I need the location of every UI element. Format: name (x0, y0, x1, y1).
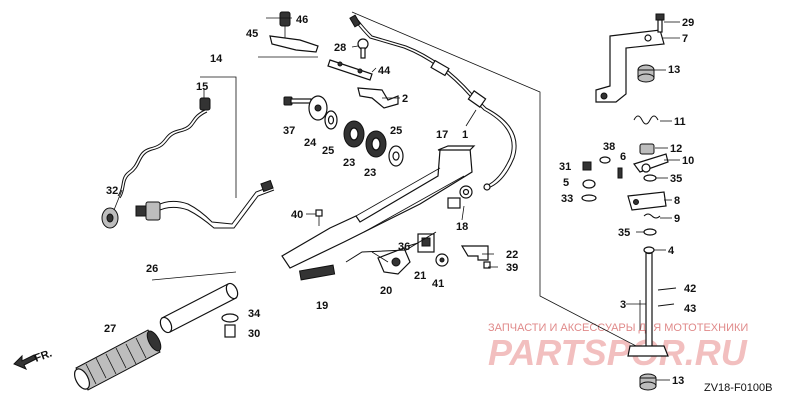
label-2: 2 (402, 93, 408, 105)
part-7-bracket (595, 29, 665, 103)
label-38: 38 (603, 141, 615, 153)
bracket-line-26 (151, 271, 237, 281)
part-14-switch-harness (155, 179, 275, 229)
frame-line (351, 11, 641, 349)
label-32: 32 (106, 185, 118, 197)
label-14: 14 (210, 53, 223, 65)
label-29: 29 (682, 17, 694, 29)
label-11: 11 (674, 116, 686, 128)
part-41-nut (435, 253, 449, 267)
label-37: 37 (283, 125, 295, 137)
label-27: 27 (104, 323, 116, 335)
label-13-top: 13 (668, 64, 680, 76)
part-15-kill-switch (117, 97, 211, 199)
part-21-clip (417, 233, 435, 253)
label-19: 19 (316, 300, 328, 312)
part-8-arm (627, 191, 667, 211)
label-46: 46 (296, 14, 308, 26)
label-40: 40 (291, 209, 303, 221)
label-41: 41 (432, 278, 444, 290)
part-29-bolt (655, 13, 665, 33)
label-3: 3 (620, 299, 626, 311)
label-31: 31 (559, 161, 571, 173)
label-34: 34 (248, 308, 261, 320)
watermark-logo: PARTSPOR.RU (488, 332, 748, 373)
part-4-collar (643, 246, 655, 254)
label-36: 36 (398, 241, 410, 253)
label-4: 4 (668, 245, 675, 257)
part-23-gear-b (365, 130, 387, 158)
part-25-washer-a (324, 110, 338, 130)
part-6-pin (617, 167, 623, 179)
label-45: 45 (246, 28, 258, 40)
part-labels: 1 2 3 4 5 6 7 8 9 10 11 12 13 13 14 15 1… (104, 14, 696, 387)
part-45-46-bracket (266, 11, 319, 53)
label-17: 17 (436, 129, 448, 141)
label-10: 10 (682, 155, 694, 167)
label-18: 18 (456, 221, 468, 233)
part-25-washer-b (388, 145, 404, 167)
label-24: 24 (304, 137, 317, 149)
label-7: 7 (682, 33, 688, 45)
label-22: 22 (506, 249, 518, 261)
label-33: 33 (561, 193, 573, 205)
front-direction-arrow (13, 354, 37, 370)
label-35-b: 35 (618, 227, 630, 239)
label-leaders (113, 21, 680, 381)
label-21: 21 (414, 270, 426, 282)
label-35-a: 35 (670, 173, 682, 185)
part-31-38-5-33 (581, 156, 611, 202)
front-direction-label: FR. (33, 347, 54, 364)
watermark-subtitle: ЗАПЧАСТИ И АКСЕССУАРЫ ДЛЯ МОТОТЕХНИКИ (488, 322, 748, 334)
part-19-link (345, 231, 437, 263)
diagram-code: ZV18-F0100B (704, 382, 772, 394)
part-37-bolt (283, 96, 312, 106)
part-22-bracket (460, 245, 489, 261)
part-13-collar-top (637, 64, 655, 83)
label-1: 1 (462, 129, 468, 141)
part-23-gear-a (343, 120, 365, 148)
label-23-a: 23 (343, 157, 355, 169)
part-10-lever (633, 153, 669, 173)
label-20: 20 (380, 285, 392, 297)
part-24-plate (308, 95, 328, 121)
part-11-spring (633, 115, 659, 125)
label-25-a: 25 (322, 145, 334, 157)
label-42: 42 (684, 283, 696, 295)
label-9: 9 (674, 213, 680, 225)
label-12: 12 (670, 143, 682, 155)
label-30: 30 (248, 328, 260, 340)
part-12-cap (639, 143, 655, 155)
label-44: 44 (378, 65, 391, 77)
part-2-clamp (357, 87, 399, 109)
label-23-b: 23 (364, 167, 376, 179)
part-39-screw (483, 261, 491, 269)
label-8: 8 (674, 195, 680, 207)
part-26-tube (159, 282, 239, 334)
part-42-43-pins (657, 287, 677, 307)
part-9-spring (643, 213, 661, 219)
label-28: 28 (334, 42, 346, 54)
label-13-bottom: 13 (672, 375, 684, 387)
part-17-tiller-arm (281, 145, 476, 281)
label-43: 43 (684, 303, 696, 315)
part-13-collar-bottom (639, 373, 657, 391)
label-6: 6 (620, 151, 626, 163)
cable-1 (349, 14, 517, 191)
part-28-44 (327, 38, 373, 81)
label-26: 26 (146, 263, 158, 275)
label-39: 39 (506, 262, 518, 274)
part-40-screw (315, 209, 323, 226)
label-25-b: 25 (390, 125, 402, 137)
part-32-switch-body (101, 201, 161, 229)
label-5: 5 (563, 177, 569, 189)
bracket-line-14 (200, 76, 237, 198)
part-27-grip (74, 329, 162, 391)
part-34-30-parts (221, 313, 239, 338)
part-20-knob (371, 247, 411, 275)
label-15: 15 (196, 81, 208, 93)
